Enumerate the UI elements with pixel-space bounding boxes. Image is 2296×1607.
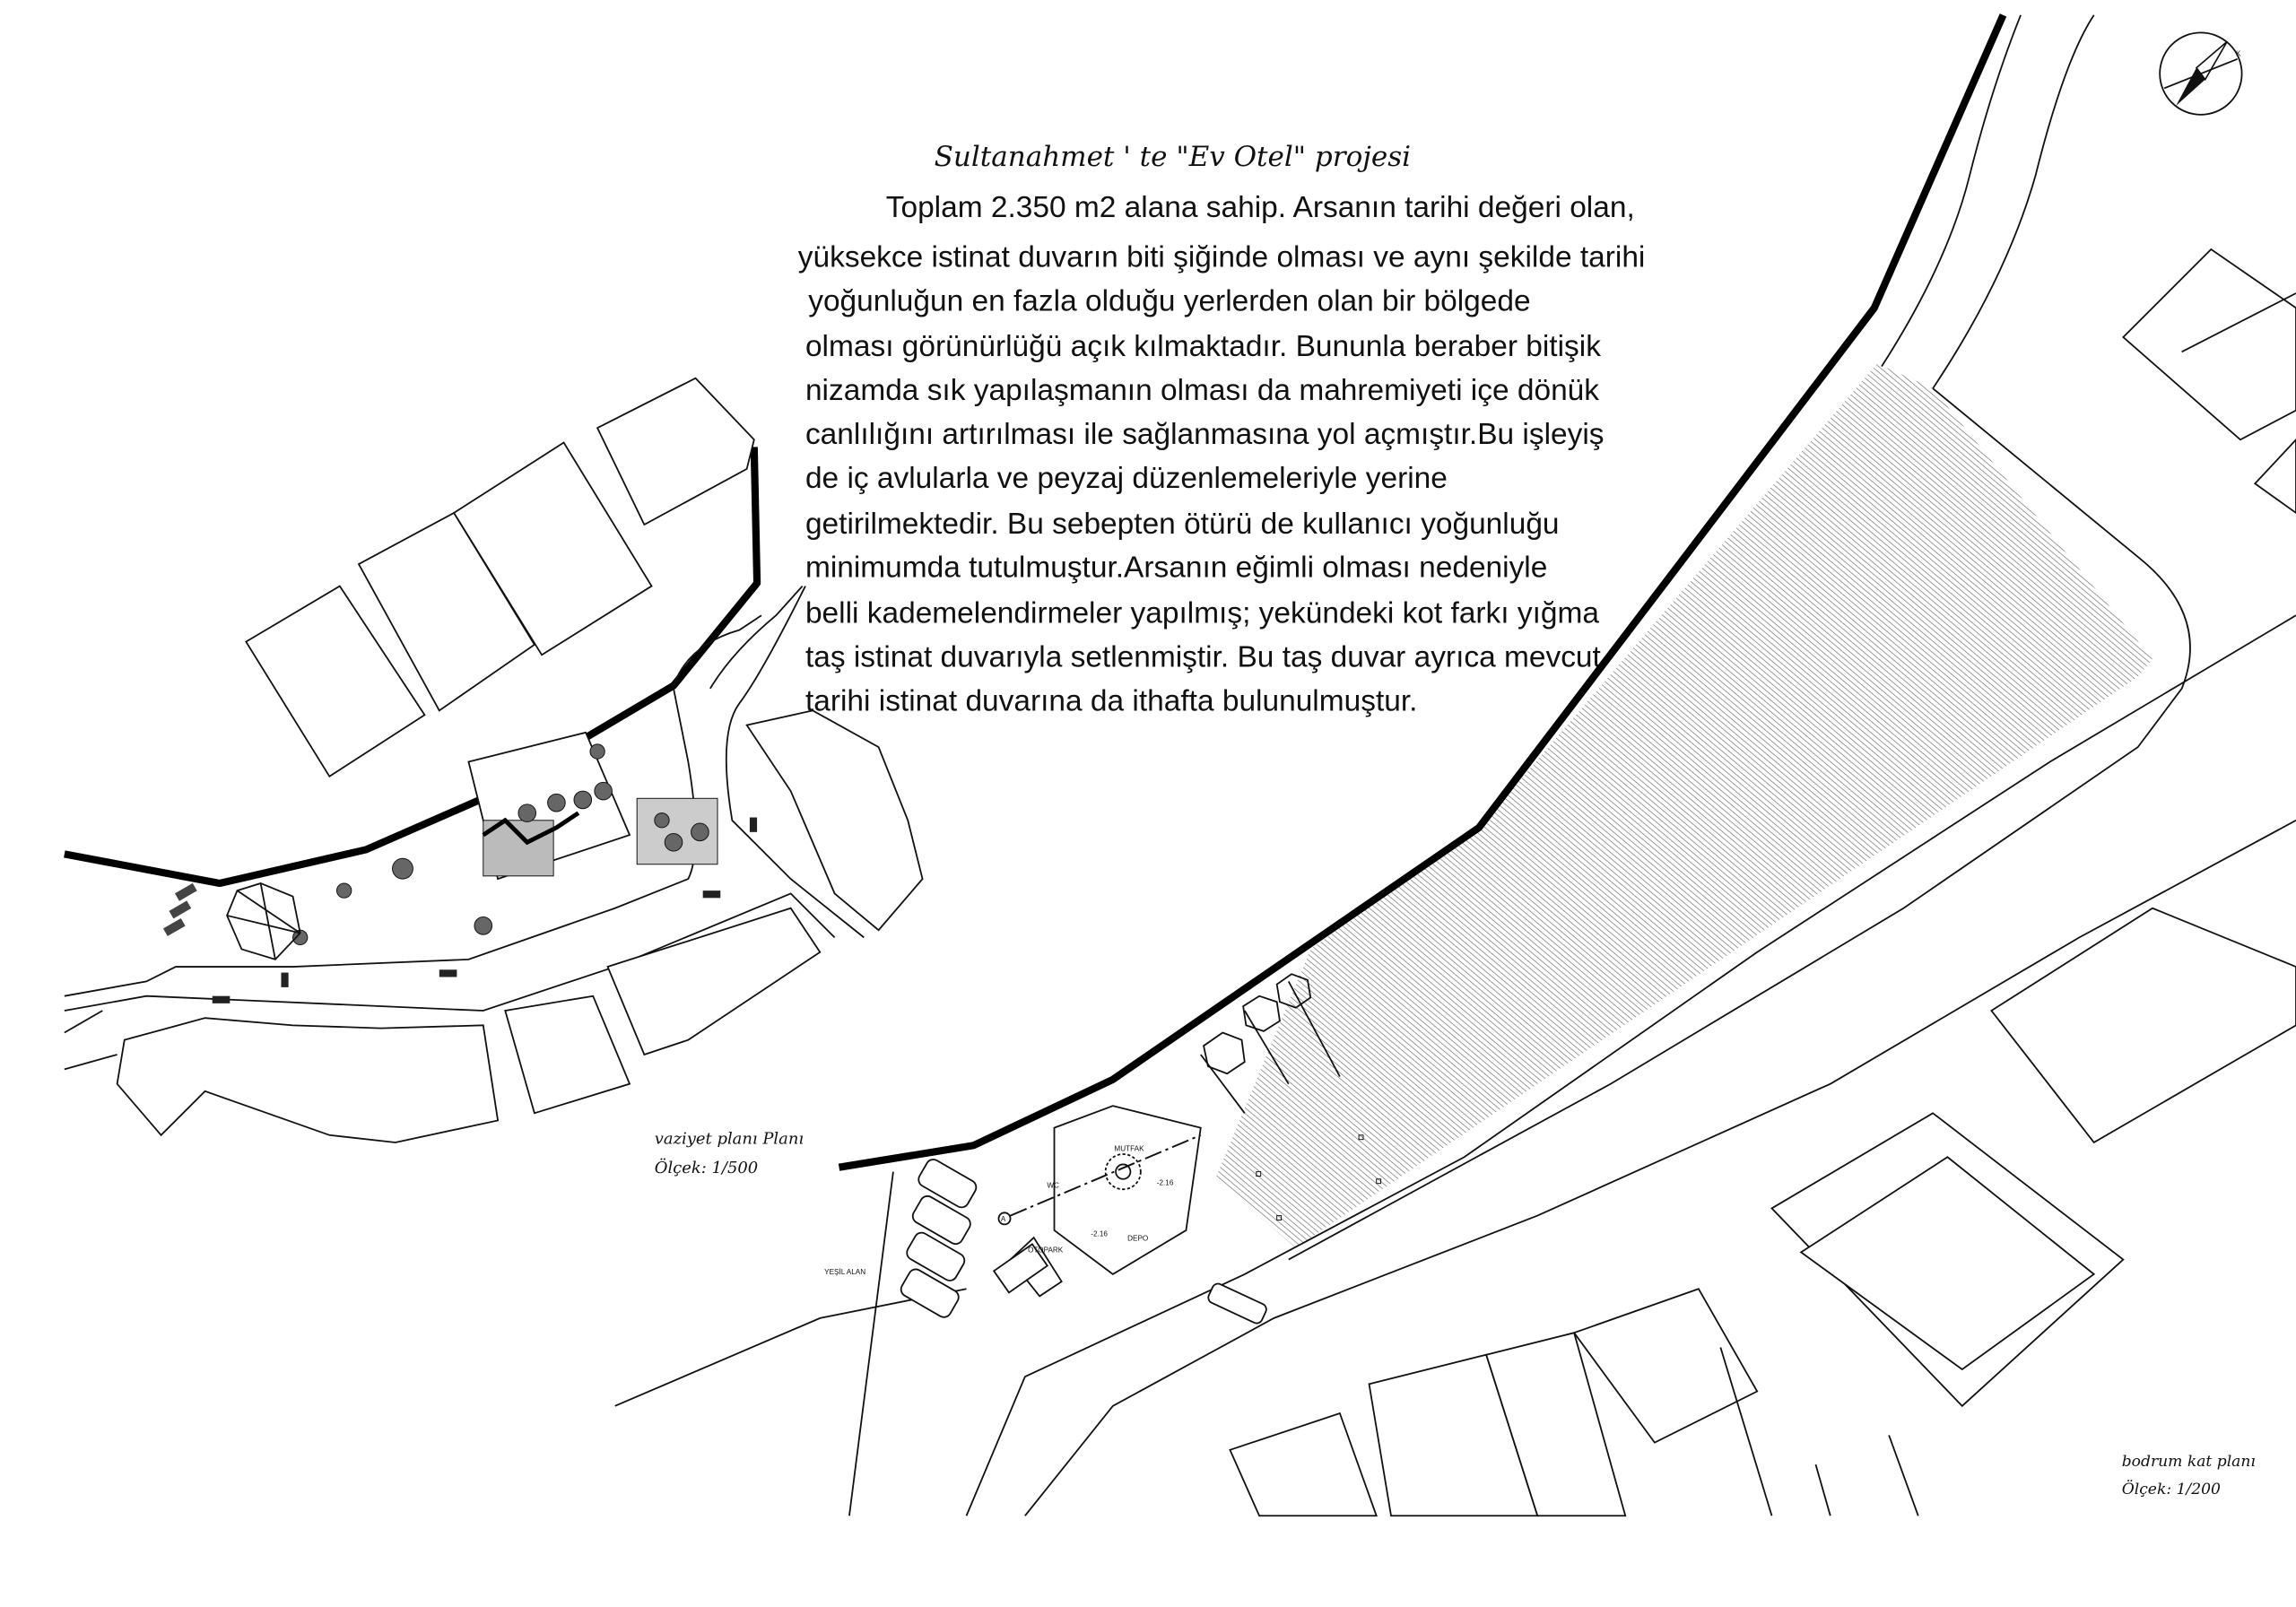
site-plan-label: vaziyet planı Planı (655, 1130, 804, 1149)
room-label-storage: DEPO (1127, 1234, 1148, 1242)
description-line: getirilmektedir. Bu sebepten ötürü de ku… (805, 508, 1560, 541)
site-plan (64, 377, 924, 1143)
room-label-wc: WC (1047, 1182, 1059, 1190)
basement-plan-label: bodrum kat planı (2122, 1453, 2256, 1471)
north-label: K (2236, 50, 2241, 58)
description-line: Toplam 2.350 m2 alana sahip. Arsanın tar… (886, 191, 1635, 224)
description-line: de iç avlularla ve peyzaj düzenlemeleriy… (805, 462, 1448, 495)
description-line: tarihi istinat duvarına da ithafta bulun… (805, 684, 1417, 717)
description-line: yüksekce istinat duvarın biti şiğinde ol… (798, 241, 1646, 274)
description-line: olması görünürlüğü açık kılmaktadır. Bun… (805, 330, 1601, 363)
basement-plan: A MUTFAK WC DEPO OTOPARK YEŞİL ALAN -2.1… (614, 13, 2296, 1517)
room-label-kitchen: MUTFAK (1114, 1145, 1144, 1153)
project-description: Toplam 2.350 m2 alana sahip. Arsanın tar… (798, 191, 1646, 717)
level-marker: -2.16 (1157, 1178, 1174, 1186)
description-line: canlılığını artırılması ile sağlanmasına… (805, 418, 1605, 451)
project-title: Sultanahmet ' te "Ev Otel" projesi (935, 141, 1411, 173)
description-line: yoğunluğun en fazla olduğu yerlerden ola… (808, 285, 1530, 318)
description-line: belli kademelendirmeler yapılmış; yekünd… (805, 596, 1599, 630)
section-marker-label: A (1001, 1215, 1006, 1223)
basement-plan-scale: Ölçek: 1/200 (2122, 1480, 2221, 1498)
description-line: taş istinat duvarıyla setlenmiştir. Bu t… (805, 640, 1602, 673)
description-line: minimumda tutulmuştur.Arsanın eğimli olm… (805, 552, 1547, 585)
north-arrow-icon: K (2159, 31, 2243, 116)
site-plan-scale: Ölçek: 1/500 (655, 1157, 758, 1177)
room-label-parking: OTOPARK (1028, 1246, 1064, 1254)
description-line: nizamda sık yapılaşmanın olması da mahre… (805, 374, 1599, 407)
level-marker: -2.16 (1091, 1229, 1108, 1238)
room-label-green-area: YEŞİL ALAN (824, 1267, 865, 1276)
